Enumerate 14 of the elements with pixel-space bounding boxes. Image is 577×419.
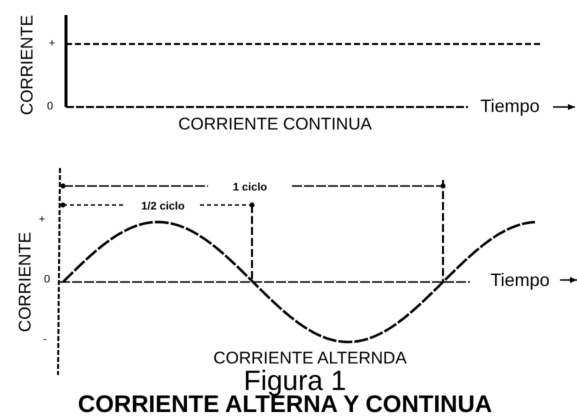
tick-label: 0 bbox=[46, 102, 54, 112]
tick-label: 0 bbox=[44, 274, 50, 286]
dimension-label: 1 ciclo bbox=[232, 182, 268, 194]
chart-title: CORRIENTE CONTINUA bbox=[178, 116, 372, 132]
dimension-label: 1/2 ciclo bbox=[141, 202, 185, 212]
axis-title: CORRIENTE bbox=[18, 14, 36, 116]
figure-title: Figura 1 bbox=[244, 367, 346, 395]
tick-label: - bbox=[43, 334, 47, 346]
tick-label: + bbox=[38, 214, 46, 226]
axis-label: Tiempo bbox=[480, 97, 540, 115]
axis-title: CORRIENTE bbox=[16, 232, 34, 332]
axis-label: Tiempo bbox=[490, 271, 550, 289]
tick-label: + bbox=[48, 38, 56, 50]
chart-title: CORRIENTE ALTERNDA bbox=[213, 350, 407, 366]
